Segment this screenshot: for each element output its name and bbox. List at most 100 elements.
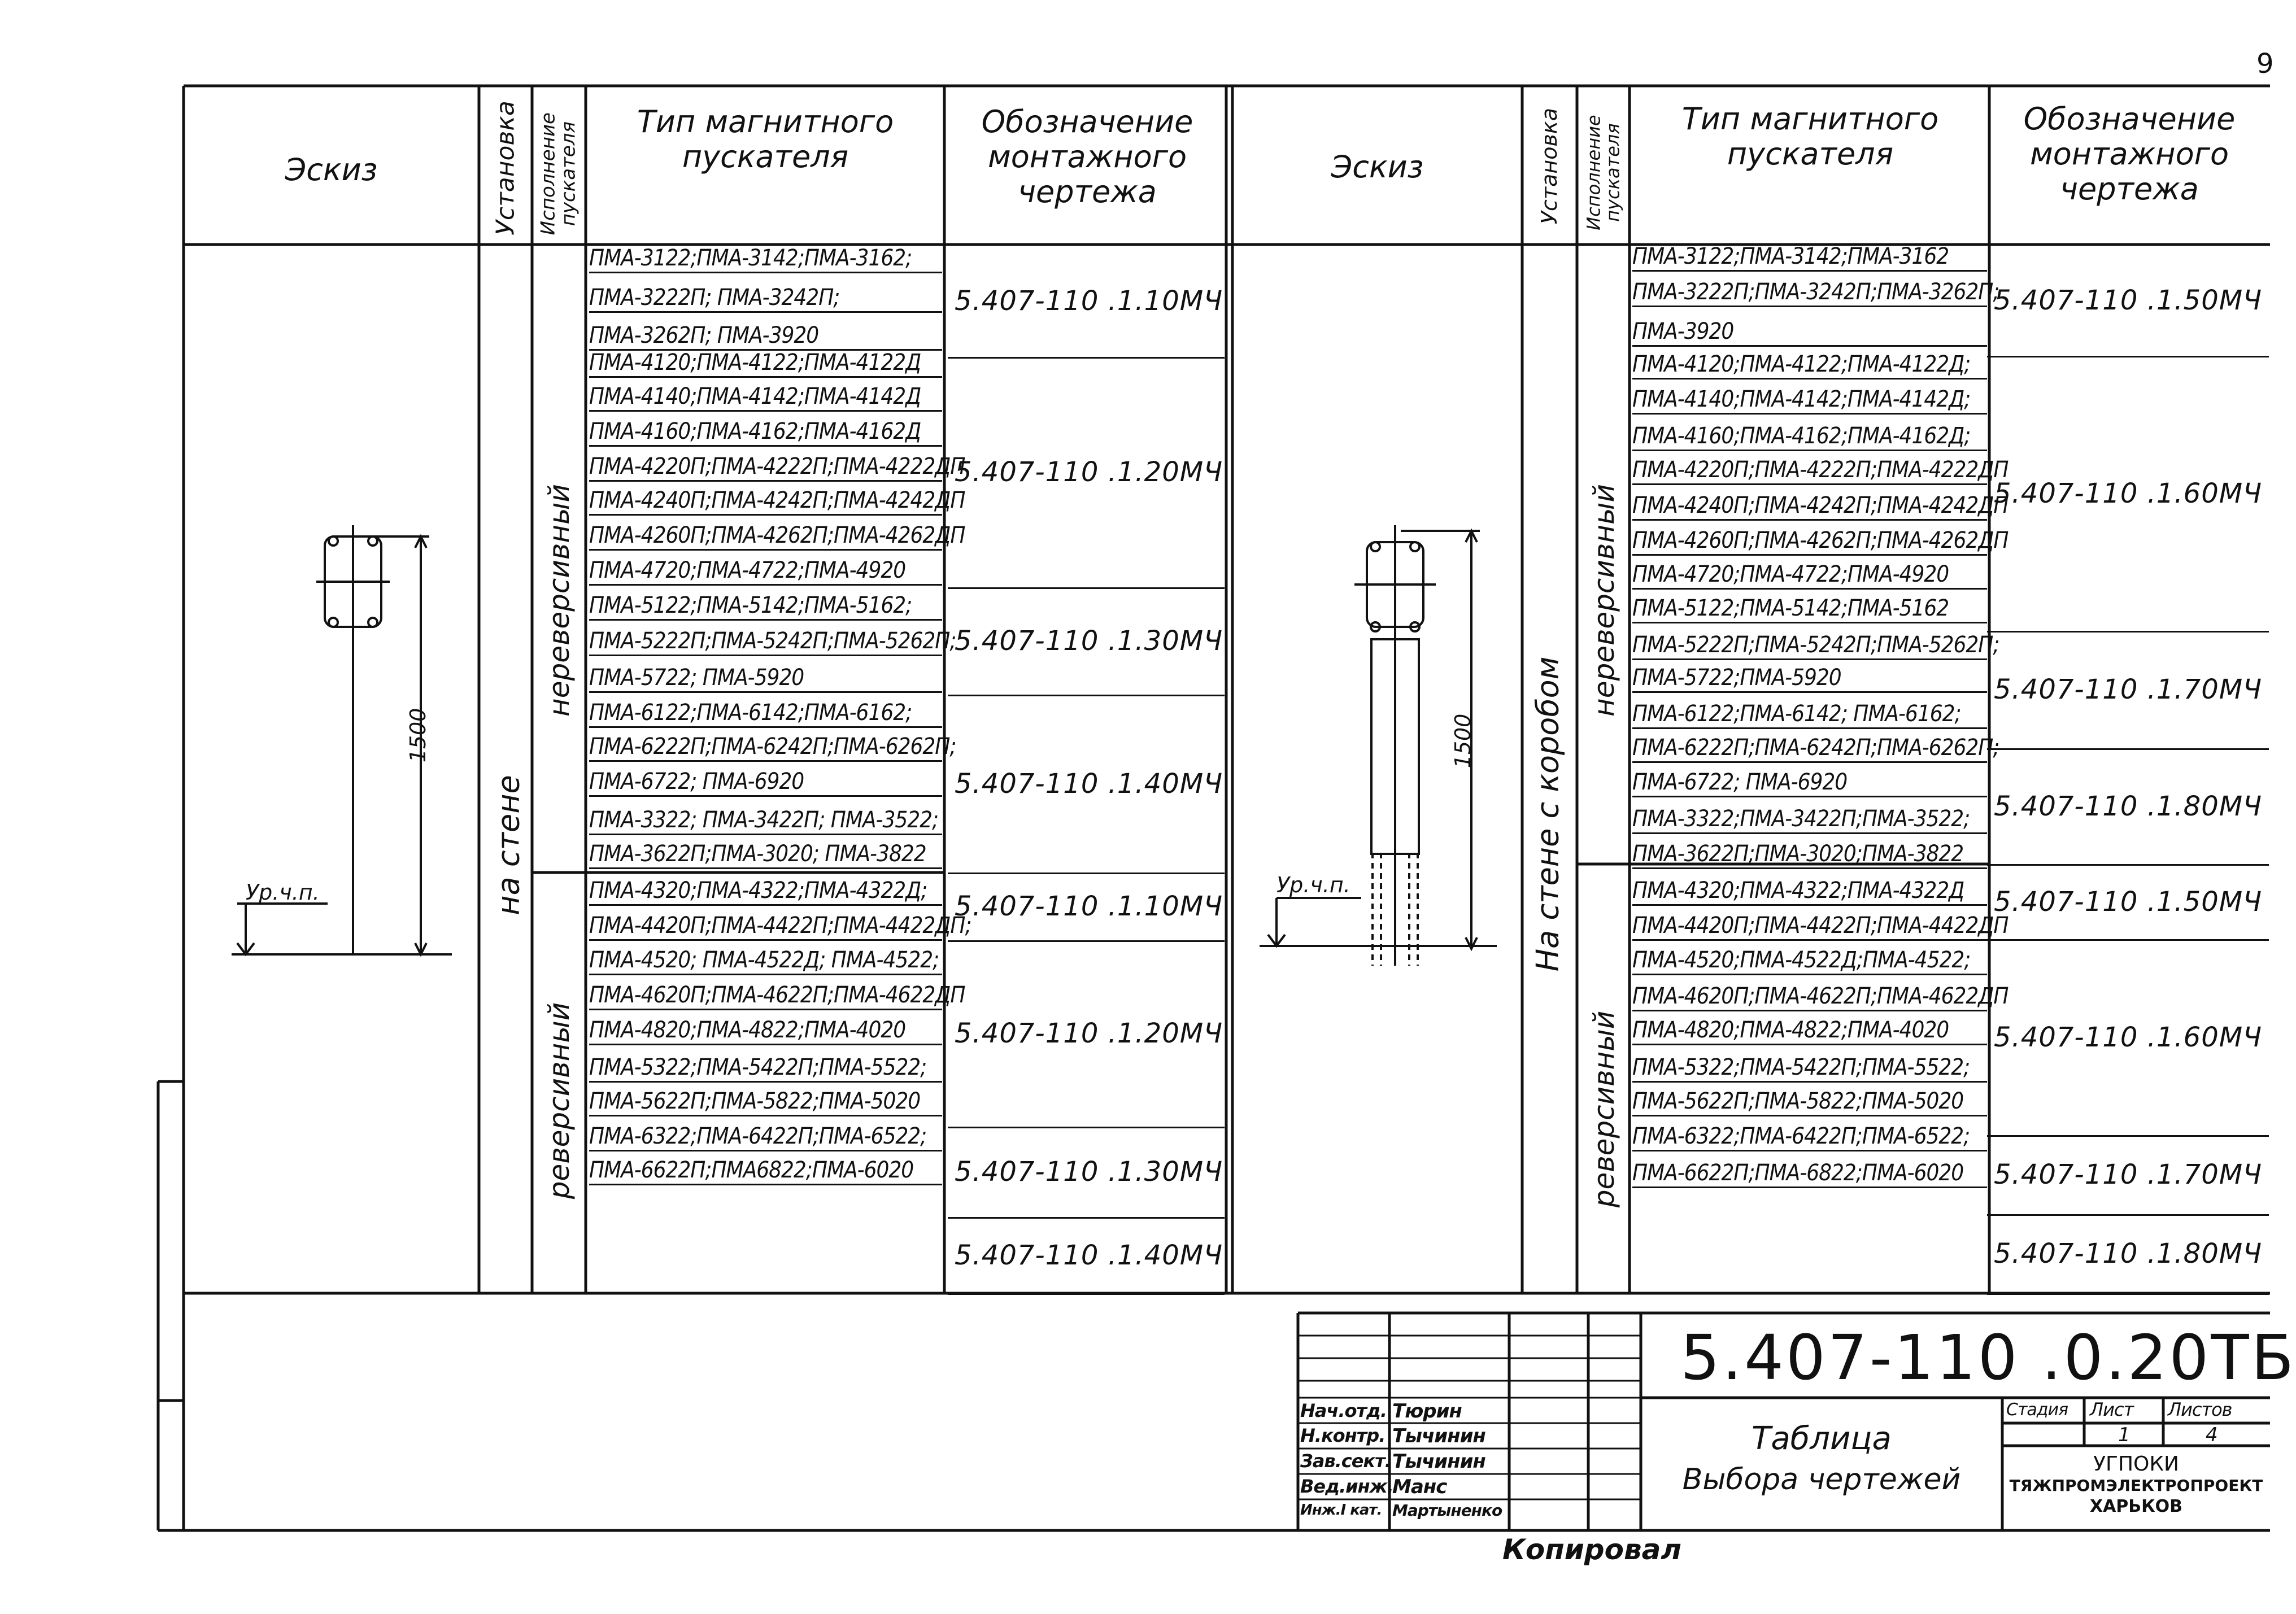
right-type-line: ПМА-4620П;ПМА-4622П;ПМА-4622ДП [1632, 983, 2009, 1009]
right-type-underline [1632, 1150, 1987, 1151]
right-type-underline [1632, 450, 1987, 451]
right-type-line: ПМА-4260П;ПМА-4262П;ПМА-4262ДП [1632, 527, 2009, 553]
left-drawing-separator [948, 940, 1225, 942]
right-drawing-separator [1987, 1135, 2269, 1137]
stage-label: Стадия [2006, 1400, 2068, 1420]
right-type-line: ПМА-4320;ПМА-4322;ПМА-4322Д [1632, 878, 1964, 904]
right-drawing-separator [1987, 631, 2269, 632]
signer-role: Зав.сект. [1300, 1450, 1392, 1472]
signer-name: Мартыненко [1392, 1501, 1502, 1520]
left-group-rev: реверсивный [543, 1002, 576, 1199]
left-type-underline [589, 584, 942, 586]
right-drawing-separator [1987, 939, 2269, 941]
right-type-underline [1632, 378, 1987, 379]
right-header-exec: Исполнение пускателя [1583, 115, 1623, 230]
right-type-line: ПМА-4820;ПМА-4822;ПМА-4020 [1632, 1017, 1949, 1043]
right-type-line: ПМА-3622П;ПМА-3020;ПМА-3822 [1632, 841, 1964, 867]
left-type-underline [589, 655, 942, 656]
left-type-line: ПМА-4520; ПМА-4522Д; ПМА-4522; [589, 947, 939, 973]
left-type-underline [589, 939, 942, 941]
left-drawing-separator [948, 873, 1225, 874]
left-type-underline [589, 1150, 942, 1151]
right-type-line: ПМА-3920 [1632, 319, 1734, 344]
right-type-line: ПМА-6222П;ПМА-6242П;ПМА-6262П; [1632, 735, 1999, 761]
right-type-underline [1632, 270, 1987, 272]
right-drawing-separator [1987, 1293, 2269, 1295]
page-number: 9 [2256, 48, 2274, 80]
right-drawing-separator [1987, 748, 2269, 750]
left-drawing-code: 5.407-110 .1.20МЧ [955, 1018, 1223, 1049]
left-header-exec: Исполнение пускателя [537, 112, 580, 235]
right-header-type: Тип магнитного пускателя [1681, 101, 1939, 172]
right-type-underline [1632, 1010, 1987, 1011]
left-type-line: ПМА-6222П;ПМА-6242П;ПМА-6262П; [589, 734, 956, 760]
left-group-nonrev: нереверсивный [543, 483, 576, 717]
right-header-sketch: Эскиз [1331, 149, 1424, 185]
signer-name: Тюрин [1392, 1400, 1462, 1423]
right-type-underline [1632, 761, 1987, 763]
left-type-line: ПМА-3122;ПМА-3142;ПМА-3162; [589, 245, 912, 271]
right-type-underline [1632, 658, 1987, 660]
left-type-line: ПМА-3322; ПМА-3422П; ПМА-3522; [589, 807, 939, 833]
left-type-underline [589, 410, 942, 412]
sheet-label: Лист [2090, 1399, 2134, 1420]
org-line3: ХАРЬКОВ [2089, 1497, 2183, 1516]
left-type-underline [589, 549, 942, 551]
right-type-underline [1632, 727, 1987, 729]
left-type-underline [589, 1009, 942, 1010]
right-type-line: ПМА-5222П;ПМА-5242П;ПМА-5262П; [1632, 632, 1999, 658]
left-type-underline [589, 1115, 942, 1116]
left-header-type: Тип магнитного пускателя [637, 104, 894, 175]
right-group-rev: реверсивный [1588, 1010, 1620, 1208]
left-drawing-separator [948, 1293, 1225, 1295]
right-type-underline [1632, 796, 1987, 797]
right-type-line: ПМА-4520;ПМА-4522Д;ПМА-4522; [1632, 947, 1971, 973]
left-type-underline [589, 760, 942, 762]
left-drawing-separator [948, 1217, 1225, 1219]
right-type-underline [1632, 904, 1987, 906]
signer-role: Инж.I кат. [1300, 1502, 1382, 1519]
left-drawing-code: 5.407-110 .1.10МЧ [955, 891, 1223, 922]
signer-role: Нач.отд. [1300, 1400, 1387, 1421]
left-drawing-code: 5.407-110 .1.10МЧ [955, 285, 1223, 317]
org-line1: УГПОКИ [2093, 1452, 2179, 1476]
left-type-line: ПМА-3622П;ПМА-3020; ПМА-3822 [589, 841, 927, 867]
left-type-underline [589, 349, 942, 351]
sketch-height-label-left: 1500 [406, 708, 430, 763]
right-type-line: ПМА-6122;ПМА-6142; ПМА-6162; [1632, 701, 1962, 727]
sketch-level-label-left: Ур.ч.п. [246, 880, 320, 905]
sheets-label: Листов [2168, 1399, 2233, 1420]
right-type-underline [1632, 832, 1987, 834]
right-type-line: ПМА-6622П;ПМА-6822;ПМА-6020 [1632, 1160, 1964, 1186]
right-drawing-code: 5.407-110 .1.70МЧ [1994, 1159, 2263, 1190]
signer-name: Тычинин [1392, 1450, 1486, 1473]
left-type-line: ПМА-4140;ПМА-4142;ПМА-4142Д [589, 383, 921, 409]
left-type-underline [589, 445, 942, 447]
left-type-line: ПМА-3262П; ПМА-3920 [589, 322, 819, 348]
copied-label: Копировал [1502, 1533, 1681, 1566]
left-type-underline [589, 795, 942, 797]
left-drawing-code: 5.407-110 .1.30МЧ [955, 1156, 1223, 1188]
left-type-underline [589, 619, 942, 621]
right-type-underline [1632, 622, 1987, 623]
left-drawing-separator [948, 357, 1225, 359]
right-drawing-code: 5.407-110 .1.80МЧ [1994, 1238, 2263, 1270]
left-type-line: ПМА-4820;ПМА-4822;ПМА-4020 [589, 1017, 906, 1043]
left-type-line: ПМА-4240П;ПМА-4242П;ПМА-4242ДП [589, 487, 965, 513]
sketch-level-label-right: Ур.ч.п. [1276, 873, 1350, 897]
right-type-underline [1632, 306, 1987, 307]
left-type-line: ПМА-4720;ПМА-4722;ПМА-4920 [589, 557, 906, 583]
left-type-underline [589, 311, 942, 313]
right-type-line: ПМА-4720;ПМА-4722;ПМА-4920 [1632, 561, 1949, 587]
left-type-underline [589, 691, 942, 693]
left-type-underline [589, 376, 942, 378]
right-type-line: ПМА-4420П;ПМА-4422П;ПМА-4422ДП [1632, 913, 2009, 939]
left-type-line: ПМА-6322;ПМА-6422П;ПМА-6522; [589, 1123, 927, 1149]
right-drawing-separator [1987, 864, 2269, 866]
right-type-underline [1632, 483, 1987, 485]
left-type-line: ПМА-4620П;ПМА-4622П;ПМА-4622ДП [589, 982, 965, 1008]
left-drawing-code: 5.407-110 .1.20МЧ [955, 456, 1223, 488]
right-type-underline [1632, 1081, 1987, 1083]
left-drawing-separator [948, 1127, 1225, 1128]
left-drawing-code: 5.407-110 .1.30МЧ [955, 625, 1223, 657]
